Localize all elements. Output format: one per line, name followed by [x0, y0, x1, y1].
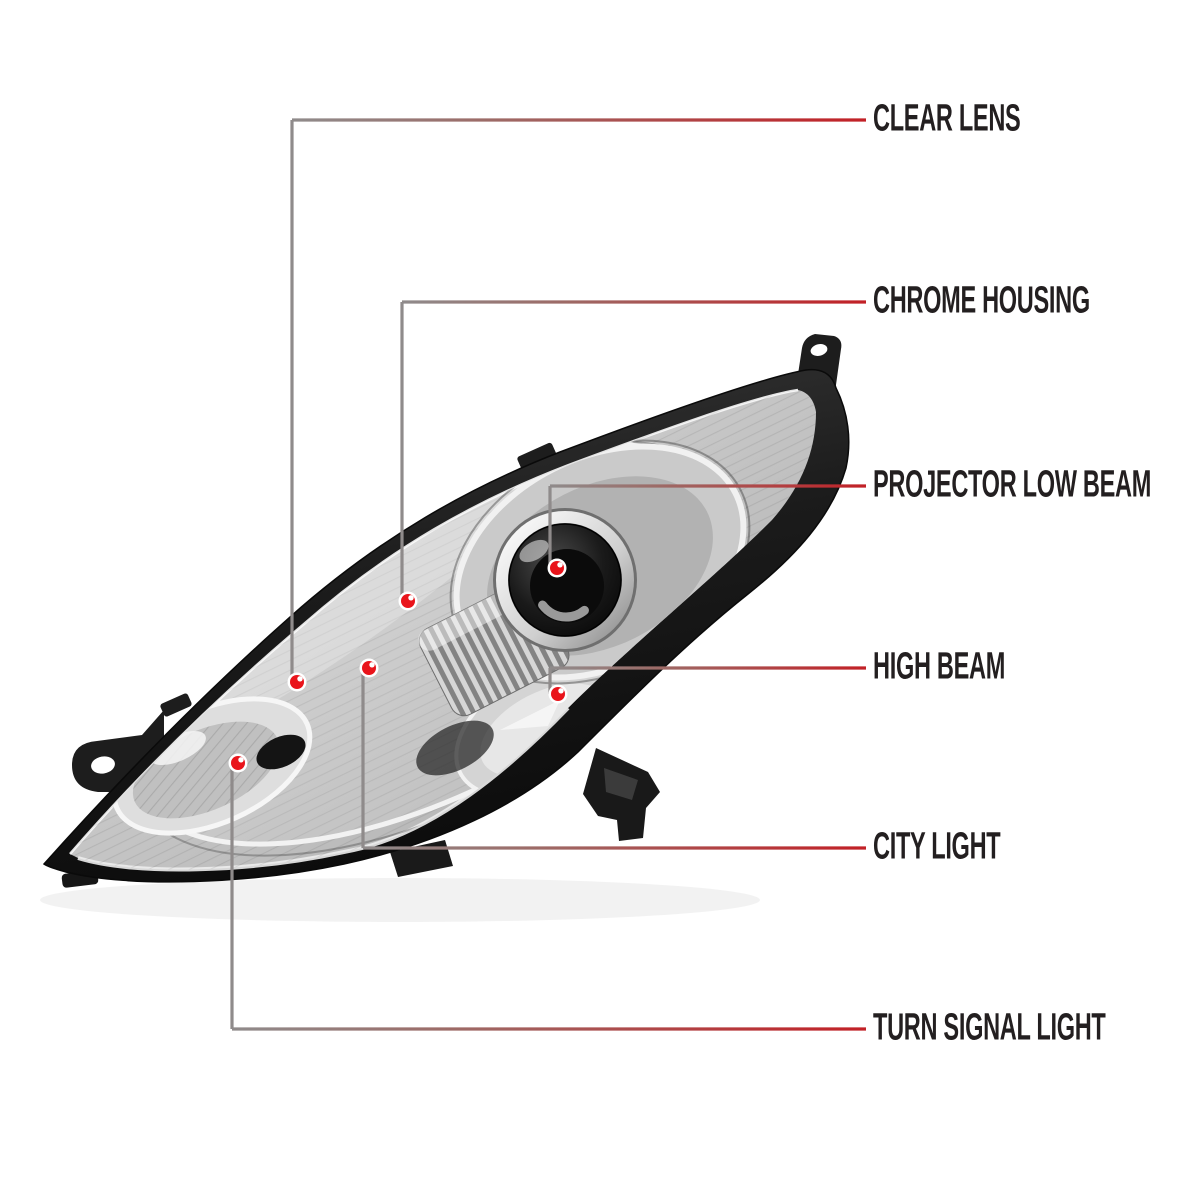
- callout-dot-projector-low-beam: [547, 558, 567, 578]
- callout-line-projector-low-beam: [548, 484, 866, 568]
- turn-signal-reflector: [111, 696, 313, 836]
- callout-line-chrome-housing: [400, 300, 866, 601]
- callout-dot-high-beam: [548, 684, 568, 704]
- callout-dot-city-light: [359, 658, 379, 678]
- callout-line-high-beam: [548, 666, 866, 694]
- callout-dot-clear-lens: [287, 672, 307, 692]
- callout-dot-turn-signal-light: [228, 753, 248, 773]
- callout-line-turn-signal-light: [230, 763, 866, 1031]
- callout-dot-chrome-housing: [398, 591, 418, 611]
- projector-assembly: [418, 439, 751, 717]
- ground-shadow: [40, 878, 760, 922]
- callout-line-clear-lens: [290, 118, 866, 682]
- callout-line-city-light: [361, 668, 866, 850]
